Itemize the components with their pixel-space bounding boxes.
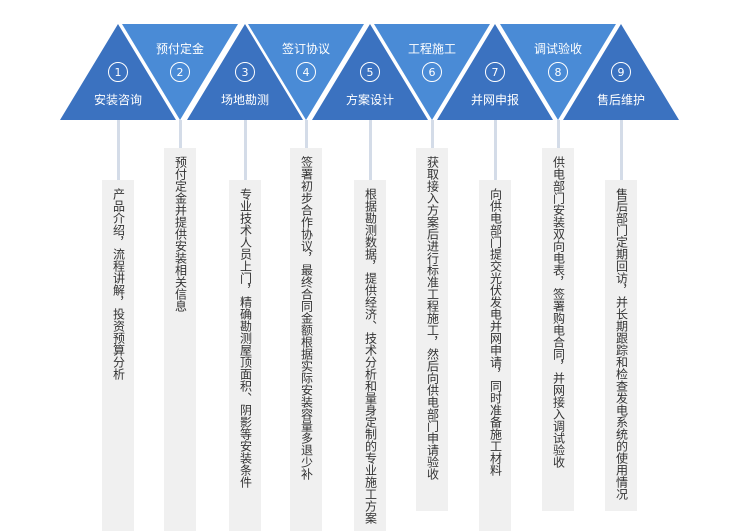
step-7-description: 向供电部门提交光伏发电并网申请，同时准备施工材料	[488, 188, 503, 476]
step-9-number: 9	[611, 62, 631, 82]
step-4-number: 4	[296, 62, 316, 82]
step-9-label: 售后维护	[596, 93, 646, 107]
step-2-number: 2	[170, 62, 190, 82]
step-9-connector	[620, 120, 623, 180]
step-6-label: 工程施工	[407, 42, 457, 56]
step-5-connector	[369, 120, 372, 180]
step-3-number: 3	[235, 62, 255, 82]
step-2-card: 预付定金并提供安装相关信息	[164, 148, 196, 531]
step-5-number: 5	[360, 62, 380, 82]
step-2-description: 预付定金并提供安装相关信息	[173, 156, 188, 312]
step-6-description: 获取接入方案后进行标准工程施工，然后向供电部门申请验收	[425, 156, 440, 480]
step-6-connector	[431, 120, 434, 148]
step-8-label: 调试验收	[533, 42, 583, 56]
step-8-description: 供电部门安装双向电表，签署购电合同，并网接入调试验收	[551, 156, 566, 468]
step-7-connector	[494, 120, 497, 180]
step-8-card: 供电部门安装双向电表，签署购电合同，并网接入调试验收	[542, 148, 574, 511]
step-9-card: 售后部门定期回访，并长期跟踪和检查发电系统的使用情况	[605, 180, 637, 511]
step-6-card: 获取接入方案后进行标准工程施工，然后向供电部门申请验收	[416, 148, 448, 511]
step-1-description: 产品介绍，流程讲解，投资预算分析	[111, 188, 126, 380]
step-7-number: 7	[485, 62, 505, 82]
step-6-number: 6	[422, 62, 442, 82]
step-8-number: 8	[548, 62, 568, 82]
step-2-label: 预付定金	[155, 42, 205, 56]
step-4-card: 签署初步合作协议，最终合同金额根据实际安装容量多退少补	[290, 148, 322, 531]
step-7-label: 并网申报	[470, 93, 520, 107]
step-3-connector	[244, 120, 247, 180]
step-3-card: 专业技术人员上门，精确勘测屋顶面积、阴影等安装条件	[229, 180, 261, 531]
step-1-label: 安装咨询	[93, 93, 143, 107]
step-9-description: 售后部门定期回访，并长期跟踪和检查发电系统的使用情况	[614, 188, 629, 500]
step-3-label: 场地勘测	[220, 93, 270, 107]
step-5-label: 方案设计	[345, 93, 395, 107]
step-5-card: 根据勘测数据，提供经济、技术分析和量身定制的专业施工方案	[354, 180, 386, 531]
step-5-description: 根据勘测数据，提供经济、技术分析和量身定制的专业施工方案	[363, 188, 378, 524]
step-7-card: 向供电部门提交光伏发电并网申请，同时准备施工材料	[479, 180, 511, 531]
step-8-connector	[557, 120, 560, 148]
step-1-number: 1	[108, 62, 128, 82]
step-1-connector	[117, 120, 120, 180]
step-1-card: 产品介绍，流程讲解，投资预算分析	[102, 180, 134, 531]
step-3-description: 专业技术人员上门，精确勘测屋顶面积、阴影等安装条件	[238, 188, 253, 488]
step-4-label: 签订协议	[281, 42, 331, 56]
step-4-description: 签署初步合作协议，最终合同金额根据实际安装容量多退少补	[299, 156, 314, 480]
step-4-connector	[305, 120, 308, 148]
step-2-connector	[179, 120, 182, 148]
